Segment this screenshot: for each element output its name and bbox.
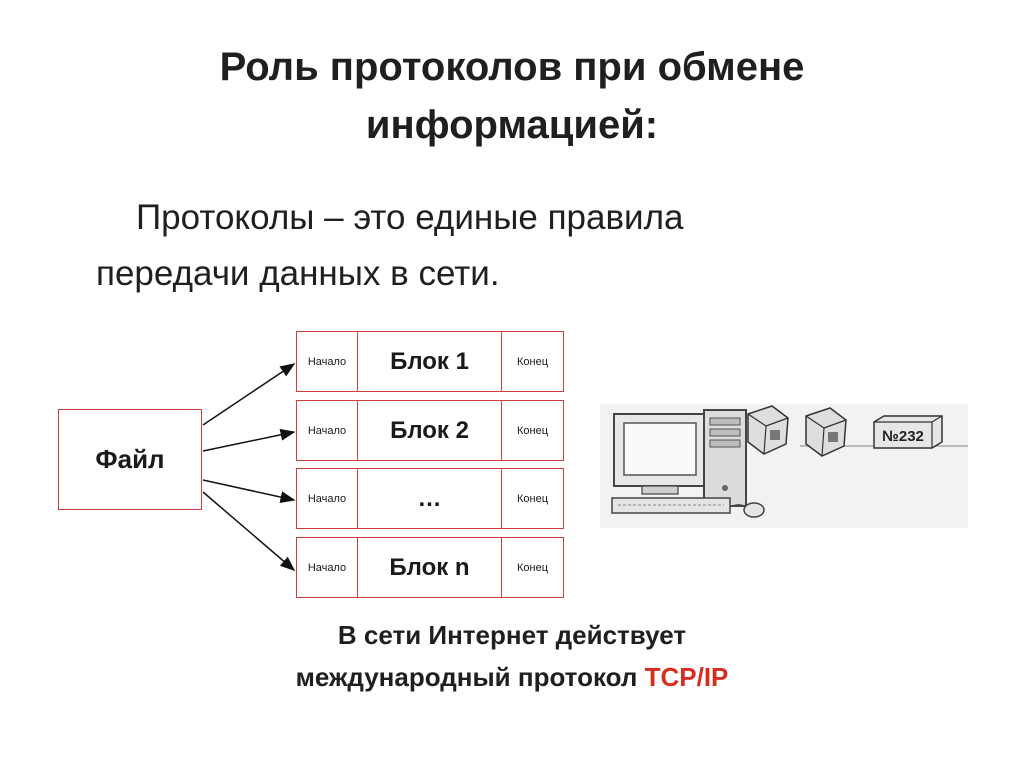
block-row: Начало … Конец	[296, 468, 564, 529]
packet-number: №232	[882, 428, 924, 445]
caption-line-2-prefix: международный протокол	[295, 662, 645, 692]
keyboard-icon	[611, 497, 731, 514]
caption-line-1: В сети Интернет действует	[337, 620, 687, 650]
title-line-2: информацией:	[365, 103, 659, 147]
block-label: Блок 1	[358, 332, 502, 391]
block-end-label: Конец	[516, 355, 549, 368]
block-end-label: Конец	[516, 492, 549, 505]
block-start-label: Начало	[297, 538, 358, 597]
slide-title: Роль протоколов при обмене информацией:	[0, 38, 1024, 154]
caption: В сети Интернет действует международный …	[0, 614, 1024, 698]
definition-line-2: передачи данных в сети.	[96, 254, 500, 293]
block-label: Блок 2	[358, 401, 502, 460]
block-start-label: Начало	[297, 332, 358, 391]
arrow-to-block-3	[202, 479, 296, 503]
computer-packets-illustration: №232	[600, 404, 968, 528]
numbered-packet-icon: №232	[873, 415, 943, 449]
monitor-icon	[613, 413, 707, 495]
block-start-label: Начало	[297, 469, 358, 528]
mouse-icon	[729, 502, 765, 518]
block-end-label: Конец	[516, 561, 549, 574]
title-line-1: Роль протоколов при обмене	[219, 45, 805, 89]
arrow-to-block-2	[202, 428, 296, 452]
block-row: Начало Блок n Конец	[296, 537, 564, 598]
block-label: Блок n	[358, 538, 502, 597]
packet-icon	[747, 405, 789, 455]
protocol-highlight: TCP/IP	[644, 662, 729, 692]
file-box: Файл	[58, 409, 202, 510]
definition-text: Протоколы – это единые правила передачи …	[96, 190, 856, 302]
block-label: …	[358, 469, 502, 528]
block-start-label: Начало	[297, 401, 358, 460]
arrow-to-block-4	[202, 491, 296, 571]
block-end-label: Конец	[516, 424, 549, 437]
block-row: Начало Блок 2 Конец	[296, 400, 564, 461]
caption-line-2: международный протокол TCP/IP	[0, 656, 1024, 698]
arrow-to-block-1	[202, 363, 296, 426]
packet-icon	[805, 407, 847, 457]
system-unit-icon	[703, 409, 747, 507]
definition-line-1: Протоколы – это единые правила	[136, 198, 684, 237]
block-row: Начало Блок 1 Конец	[296, 331, 564, 392]
